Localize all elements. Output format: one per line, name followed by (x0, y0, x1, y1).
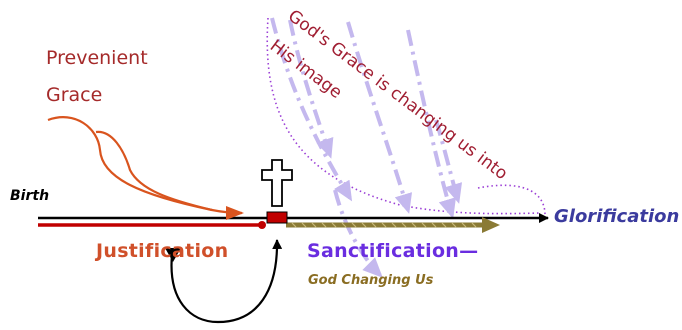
prevenient-swoosh-inner (95, 130, 213, 212)
cross-icon (261, 159, 293, 207)
prevenient-swoosh (47, 116, 244, 220)
birth-label: Birth (10, 188, 50, 204)
justification-label: Justification (96, 240, 229, 262)
grace-boundary-dotted-left (266, 17, 541, 215)
grace-arrow-6 (333, 189, 383, 278)
grace-arrow-1 (270, 17, 353, 202)
prevenient-label-line1: Prevenient (46, 47, 148, 69)
grace-arrow-3 (346, 21, 413, 214)
prevenient-label-line2: Grace (46, 84, 103, 106)
grace-arrow-5 (434, 119, 463, 204)
sanctification-pattern (291, 222, 477, 228)
grace-arrows (270, 17, 463, 278)
sanctification-label: Sanctification— (307, 240, 479, 262)
rebirth-loop (170, 239, 283, 324)
sanctification-arrowhead (482, 217, 500, 233)
glorification-label: Glorification (554, 206, 680, 227)
god-changing-us-label: God Changing Us (308, 273, 434, 288)
justification-dot (258, 221, 266, 229)
rebirth-loop-head (165, 248, 181, 262)
justification-box (266, 211, 288, 224)
grace-arrow-2 (288, 19, 334, 159)
grace-boundary-dotted-right (477, 184, 546, 216)
